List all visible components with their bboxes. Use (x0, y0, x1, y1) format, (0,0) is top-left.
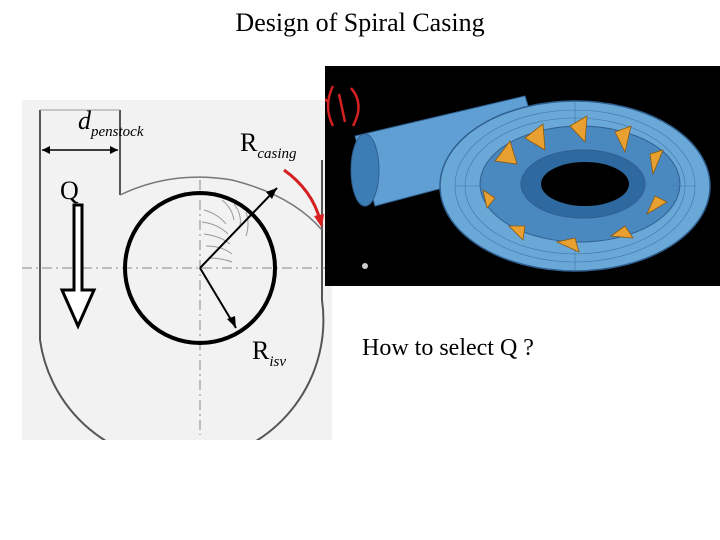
red-handwritten-annotation (325, 85, 360, 127)
hub-opening (541, 162, 629, 206)
d-penstock-label: dpenstock (78, 106, 144, 140)
d-arrow-left (42, 146, 50, 154)
isv-circle (123, 191, 277, 345)
slide-title: Design of Spiral Casing (235, 8, 485, 37)
axis-marker (362, 263, 368, 269)
red-annotation-arrow (283, 168, 322, 221)
spiral-casing-sketch (22, 100, 332, 440)
q-flow-arrow (59, 203, 97, 330)
r-casing-line (199, 187, 278, 269)
mesh-lines (454, 101, 696, 271)
q-label: Q (60, 176, 79, 205)
r-isv-arrowhead (227, 316, 236, 328)
d-arrow-right (110, 146, 118, 154)
r-isv-label: Risv (252, 336, 287, 370)
r-casing-arrowhead (266, 188, 277, 199)
question-text: How to select Q ? (362, 335, 534, 361)
spiral-inner-wall (119, 176, 323, 231)
stay-vanes (482, 115, 668, 253)
red-annotation-arrowhead (314, 214, 324, 228)
r-casing-label: Rcasing (240, 128, 297, 162)
spiral-outer-wall (39, 160, 325, 440)
spiral-casing-3d-render (325, 66, 720, 286)
